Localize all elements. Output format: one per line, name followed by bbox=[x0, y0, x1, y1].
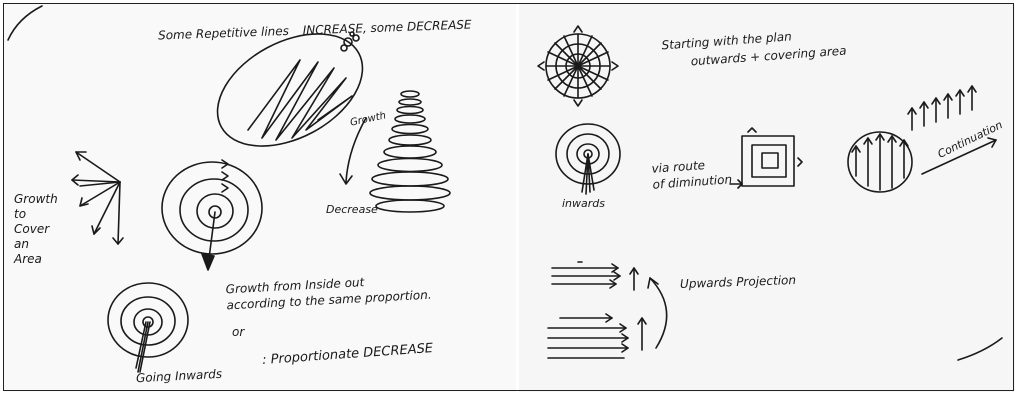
radial-web-sketch bbox=[538, 26, 618, 106]
decrease-label: Decrease bbox=[326, 204, 378, 215]
growth-cover-line-2: to bbox=[14, 207, 58, 222]
growth-cover-line-1: Growth bbox=[14, 192, 58, 207]
diminution-note: via route of diminution bbox=[651, 155, 733, 192]
or-label: or bbox=[232, 326, 244, 338]
growth-cover-line-3: Cover bbox=[14, 222, 58, 237]
corner-stroke bbox=[958, 338, 1002, 360]
growth-cover-area-label: Growth to Cover an Area bbox=[14, 192, 58, 267]
inwards-circles-sketch bbox=[556, 124, 620, 194]
upwards-projection-sketch bbox=[548, 262, 667, 358]
growth-cover-line-5: Area bbox=[14, 252, 58, 267]
growth-cover-line-4: an bbox=[14, 237, 58, 252]
inwards-label: inwards bbox=[562, 198, 605, 209]
nested-squares-sketch bbox=[730, 128, 802, 188]
